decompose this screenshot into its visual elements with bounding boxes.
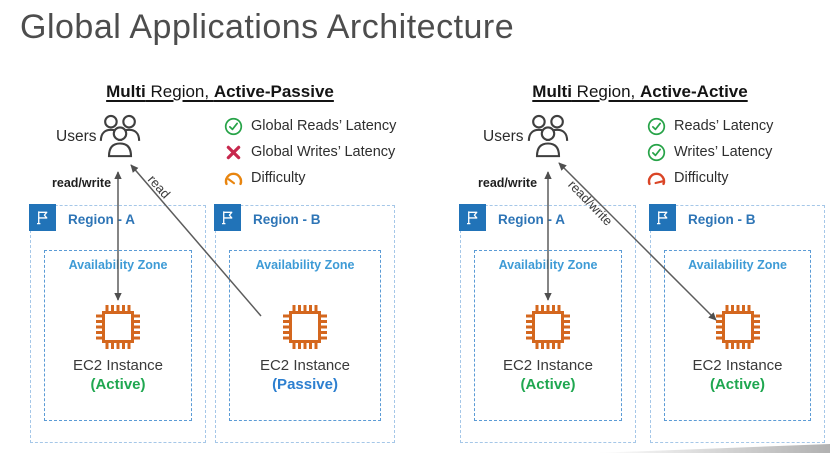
region-name: Region - A	[68, 212, 135, 227]
instance-state-label: (Active)	[520, 376, 576, 393]
legend-label: Global Reads’ Latency	[251, 118, 397, 134]
ec2-instance-label: EC2 Instance	[259, 357, 351, 374]
legend-item: Writes’ Latency	[645, 139, 773, 165]
gauge-high-icon	[645, 171, 667, 186]
panel-active-active: Multi Region, Active-Active Users Reads’…	[450, 80, 830, 453]
availability-zone-box: Availability Zone EC2 Instance (Active)	[474, 250, 622, 421]
heading-mid: Region,	[145, 82, 214, 101]
region-flag-tile	[459, 204, 487, 232]
region-name: Region - B	[253, 212, 321, 227]
availability-zone-label: Availability Zone	[688, 258, 787, 272]
check-circle-icon	[645, 117, 667, 136]
flag-icon	[467, 211, 478, 225]
legend-label: Reads’ Latency	[674, 118, 774, 134]
panel-active-passive: Multi Region, Active-Passive Users Globa…	[20, 80, 420, 453]
users-icon	[99, 114, 141, 158]
users-icon	[527, 114, 569, 158]
heading-bold: Multi	[532, 82, 572, 101]
corner-shade	[595, 444, 830, 453]
instance-state-label: (Active)	[709, 376, 765, 393]
availability-zone-box: Availability Zone EC2 Instance (Active)	[664, 250, 811, 421]
region-box-b: Region - B Availability Zone EC2 Instanc…	[649, 204, 825, 443]
legend-item: Reads’ Latency	[645, 113, 773, 139]
legend-item: Global Reads’ Latency	[222, 113, 396, 139]
availability-zone-box: Availability Zone EC2 Instance (Passive)	[229, 250, 381, 421]
flag-icon	[37, 211, 48, 225]
panel-heading: Multi Region, Active-Active	[450, 82, 830, 102]
availability-zone-label: Availability Zone	[68, 258, 168, 272]
legend-label: Difficulty	[674, 170, 729, 186]
legend: Global Reads’ Latency Global Writes’ Lat…	[222, 113, 396, 191]
region-name: Region - B	[688, 212, 756, 227]
instance-state-label: (Active)	[90, 376, 146, 393]
read-arrow-label: read	[144, 172, 174, 202]
region-flag-tile	[214, 204, 242, 232]
read-write-arrow-label: read/write	[52, 176, 112, 190]
users-label: Users	[483, 128, 524, 145]
ec2-chip-icon	[715, 305, 760, 349]
region-flag-tile	[649, 204, 677, 232]
users-label: Users	[56, 128, 97, 145]
heading-bold: Active-Active	[639, 82, 748, 101]
legend-label: Writes’ Latency	[674, 144, 773, 160]
flag-icon	[222, 211, 233, 225]
heading-bold: Active-Passive	[213, 82, 334, 101]
legend-item: Difficulty	[645, 165, 773, 191]
region-box-a: Region - A Availability Zone EC2 Instanc…	[459, 204, 636, 443]
read-write-arrow-label: read/write	[478, 176, 538, 190]
panel-heading: Multi Region, Active-Passive	[20, 82, 420, 102]
ec2-instance-label: EC2 Instance	[692, 357, 783, 374]
page-title: Global Applications Architecture	[20, 8, 515, 46]
ec2-instance-label: EC2 Instance	[502, 357, 594, 374]
legend-label: Difficulty	[251, 170, 306, 186]
availability-zone-label: Availability Zone	[498, 258, 598, 272]
gauge-low-icon	[222, 171, 244, 186]
availability-zone-box: Availability Zone EC2 Instance (Active)	[44, 250, 192, 421]
legend-item: Global Writes’ Latency	[222, 139, 396, 165]
region-flag-tile	[29, 204, 57, 232]
region-name: Region - A	[498, 212, 565, 227]
availability-zone-label: Availability Zone	[255, 258, 355, 272]
ec2-chip-icon	[526, 305, 570, 349]
ec2-chip-icon	[283, 305, 327, 349]
ec2-chip-icon	[96, 305, 140, 349]
heading-bold: Multi	[106, 82, 146, 101]
legend-label: Global Writes’ Latency	[251, 144, 396, 160]
legend: Reads’ Latency Writes’ Latency Difficult…	[645, 113, 773, 191]
check-circle-icon	[222, 117, 244, 136]
x-mark-icon	[222, 145, 244, 160]
heading-mid: Region,	[571, 82, 640, 101]
legend-item: Difficulty	[222, 165, 396, 191]
ec2-instance-label: EC2 Instance	[72, 357, 164, 374]
flag-icon	[657, 211, 668, 225]
instance-state-label: (Passive)	[272, 376, 338, 393]
region-box-a: Region - A Availability Zone EC2 Instanc…	[29, 204, 206, 443]
check-circle-icon	[645, 143, 667, 162]
region-box-b: Region - B Availability Zone EC2 Instanc…	[214, 204, 395, 443]
